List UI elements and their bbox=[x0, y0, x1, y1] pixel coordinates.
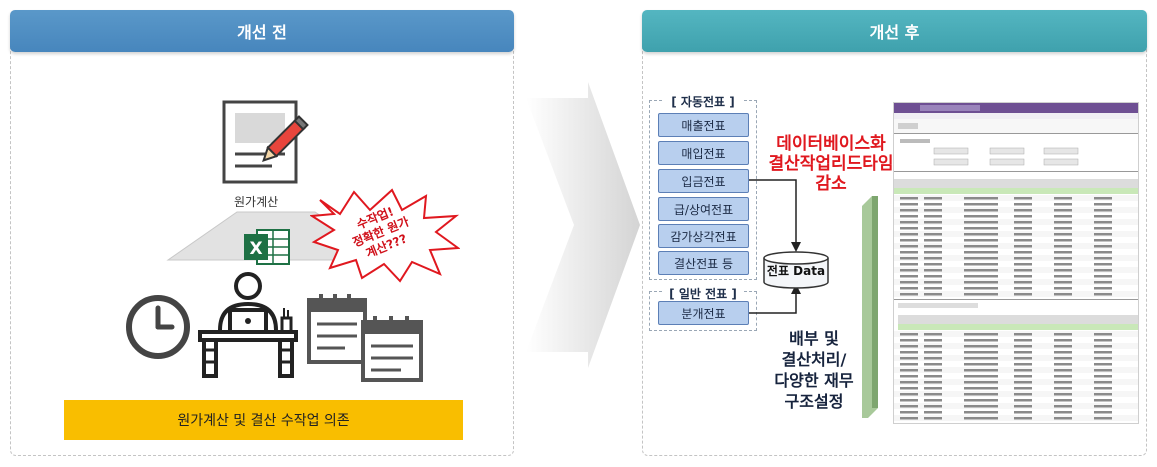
voucher-journal: 분개전표 bbox=[658, 301, 749, 325]
voucher-purchase: 매입전표 bbox=[658, 141, 749, 165]
bottom-label: 원가계산 및 결산 수작업 의존 bbox=[177, 413, 350, 429]
worker-at-desk-icon bbox=[198, 272, 298, 378]
exclamation-bubble bbox=[310, 188, 460, 283]
erp-rows-bottom bbox=[894, 331, 1138, 421]
clock-icon bbox=[126, 295, 190, 359]
auto-voucher-title: [ 자동전표 ] bbox=[664, 93, 742, 110]
erp-screenshot bbox=[893, 102, 1139, 424]
blue-callout: 배부 및 결산처리/ 다양한 재무 구조설정 bbox=[774, 329, 854, 411]
document-label: 원가계산 bbox=[234, 195, 279, 209]
general-voucher-title: [ 일반 전표 ] bbox=[662, 285, 744, 302]
database-label: 전표 Data bbox=[766, 264, 826, 278]
svg-text:X: X bbox=[249, 239, 262, 259]
arrow-right-icon bbox=[526, 82, 640, 368]
red-callout: 데이터베이스화 결산작업리드타임 감소 bbox=[768, 134, 894, 194]
document-edit-icon bbox=[222, 100, 309, 184]
erp-rows-top bbox=[894, 195, 1138, 297]
database-icon bbox=[763, 251, 829, 289]
calendar-icon bbox=[307, 294, 423, 382]
connector-lines bbox=[749, 179, 801, 314]
erp-screenshot-graphic bbox=[894, 103, 1138, 421]
after-header: 개선 후 bbox=[642, 10, 1147, 52]
excel-icon: X bbox=[244, 229, 290, 265]
voucher-sales: 매출전표 bbox=[658, 113, 749, 137]
voucher-closing: 결산전표 등 bbox=[658, 251, 749, 275]
before-header: 개선 전 bbox=[10, 10, 514, 52]
voucher-payroll: 급/상여전표 bbox=[658, 197, 749, 221]
bottom-label-bar: 원가계산 및 결산 수작업 의존 bbox=[64, 400, 463, 440]
voucher-depreciation: 감가상각전표 bbox=[658, 224, 749, 248]
voucher-deposit: 입금전표 bbox=[658, 169, 749, 193]
green-accent-bar bbox=[862, 196, 878, 418]
